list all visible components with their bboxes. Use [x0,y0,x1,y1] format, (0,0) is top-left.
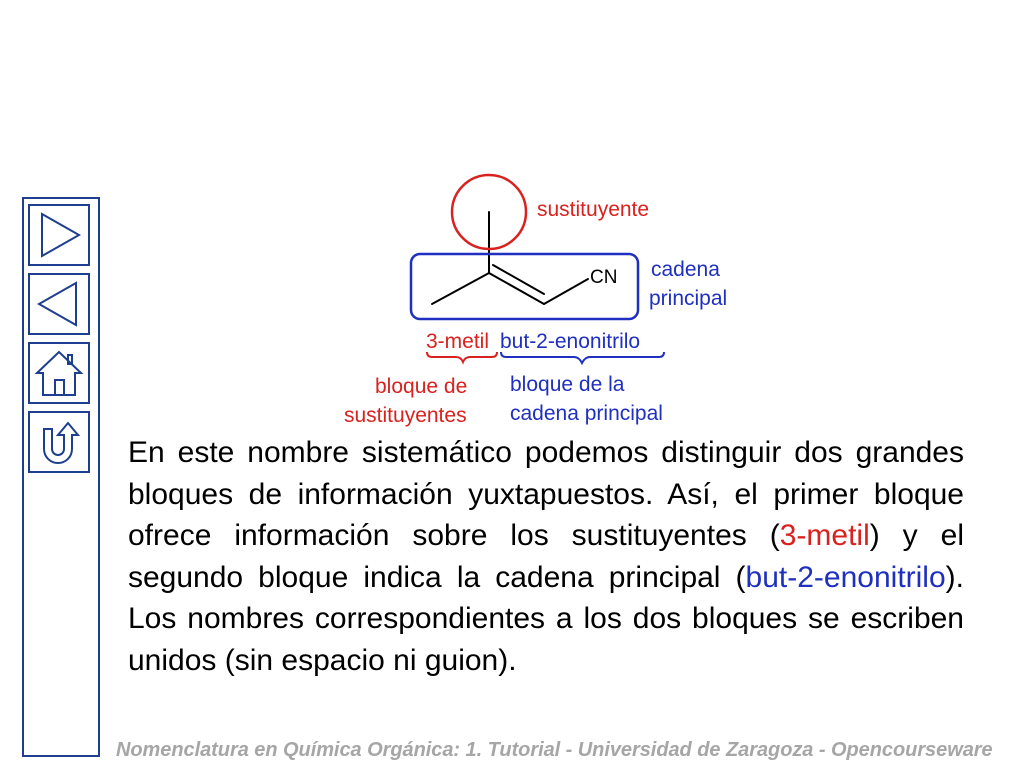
footer-credits: Nomenclatura en Química Orgánica: 1. Tut… [116,739,993,761]
substituent-circle [450,173,528,251]
name-part-main-chain: but-2-enonitrilo [500,330,640,353]
main-chain-label-line2: principal [649,287,727,310]
play-right-triangle-icon [41,212,82,258]
bond-to-cn [543,278,589,305]
u-turn-arrow-icon [43,421,81,464]
structure-diagram: CN sustituyente cadena principal 3-metil… [344,173,727,427]
navigation-panel [22,197,100,757]
substituent-brace [426,351,498,365]
paragraph-text-part1: En este nombre sistemático podemos disti… [128,436,964,552]
main-chain-label-line1: cadena [651,258,720,281]
paragraph-highlight-main-chain: but-2-enonitrilo [745,560,946,594]
double-bond-outer [488,272,545,305]
return-button[interactable] [28,411,90,473]
explanation-paragraph: En este nombre sistemático podemos disti… [128,432,964,681]
paragraph-text-part3: ). Los nombres correspondientes a los do… [128,560,964,677]
previous-slide-button[interactable] [28,273,90,335]
main-chain-block-label-line1: bloque de la [510,373,625,396]
cn-group-label: CN [590,267,617,288]
bond-chain-left [431,272,490,305]
substituent-label: sustituyente [537,198,649,221]
house-icon [34,350,84,396]
paragraph-highlight-substituents: 3-metil [779,519,870,552]
next-slide-button[interactable] [28,204,90,266]
main-chain-box [409,252,640,321]
double-bond-inner [492,264,545,295]
name-part-substituent: 3-metil [426,330,489,353]
play-left-triangle-icon [36,281,77,327]
skeletal-formula [431,211,589,305]
main-chain-block-label-line2: cadena principal [510,402,663,425]
substituent-block-label-line2: sustituyentes [344,404,467,427]
main-chain-brace [500,351,665,366]
paragraph-text-part2: ) y el segundo bloque indica la cadena p… [128,519,964,594]
home-button[interactable] [28,342,90,404]
substituent-block-label-line1: bloque de [375,375,467,398]
